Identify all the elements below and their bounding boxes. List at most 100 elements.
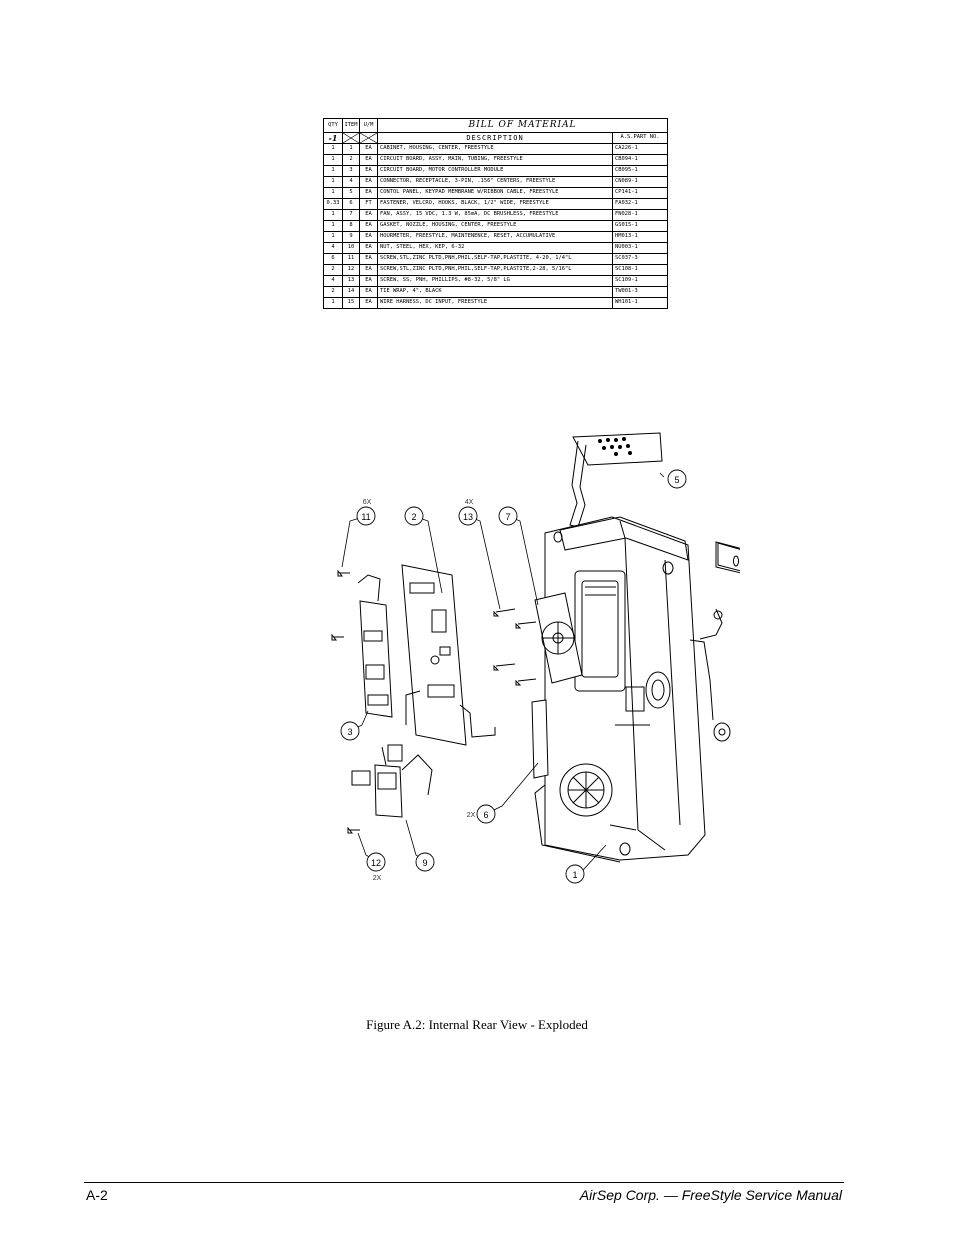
row-item: 15 bbox=[342, 297, 360, 309]
row-description: SCREW,STL,ZINC PLTD,PNH,PHIL,SELF-TAP,PL… bbox=[377, 264, 613, 276]
row-description: FAN, ASSY, 15 VDC, 1.3 W, 85mA, DC BRUSH… bbox=[377, 209, 613, 221]
callout-5: 5 bbox=[667, 469, 687, 489]
row-qty: 1 bbox=[323, 143, 343, 155]
bom-header-row: -1 DESCRIPTION A.S.PART NO. bbox=[323, 132, 669, 144]
row-um: EA bbox=[359, 143, 378, 155]
row-um: EA bbox=[359, 286, 378, 298]
row-qty: 2 bbox=[323, 264, 343, 276]
row-um: FT bbox=[359, 198, 378, 210]
svg-text:4X: 4X bbox=[465, 499, 474, 506]
screws-item-13 bbox=[493, 608, 537, 686]
row-qty: 1 bbox=[323, 176, 343, 188]
row-qty: 0.33 bbox=[323, 198, 343, 210]
row-item: 12 bbox=[342, 264, 360, 276]
row-item: 4 bbox=[342, 176, 360, 188]
row-item: 5 bbox=[342, 187, 360, 199]
row-qty: 1 bbox=[323, 209, 343, 221]
row-item: 14 bbox=[342, 286, 360, 298]
footer-divider bbox=[84, 1182, 844, 1183]
callout-12: 12 2X bbox=[366, 852, 386, 882]
row-qty: 4 bbox=[323, 242, 343, 254]
row-item: 9 bbox=[342, 231, 360, 243]
row-um: EA bbox=[359, 220, 378, 232]
row-um: EA bbox=[359, 187, 378, 199]
row-qty: 6 bbox=[323, 253, 343, 265]
um-blank-cell bbox=[359, 132, 378, 144]
row-part-number: NU003-1 bbox=[611, 242, 669, 254]
row-um: EA bbox=[359, 242, 378, 254]
figure-caption: Figure A.2: Internal Rear View - Explode… bbox=[366, 1017, 588, 1032]
svg-text:2X: 2X bbox=[373, 875, 382, 882]
svg-text:5: 5 bbox=[674, 475, 679, 485]
qty-header: QTY bbox=[323, 118, 343, 133]
row-description: FASTENER, VELCRO, HOOKS, BLACK, 1/2" WID… bbox=[377, 198, 613, 210]
row-part-number: FA032-1 bbox=[611, 198, 669, 210]
fan-assembly-part bbox=[534, 592, 583, 684]
row-part-number: CA226-1 bbox=[611, 143, 669, 155]
callout-2: 2 bbox=[404, 506, 424, 526]
motor-controller-board-part bbox=[357, 574, 393, 718]
row-qty: 1 bbox=[323, 154, 343, 166]
svg-text:2: 2 bbox=[411, 512, 416, 522]
row-item: 11 bbox=[342, 253, 360, 265]
row-um: EA bbox=[359, 176, 378, 188]
exploded-view-drawing: 5 11 6X 2 13 4X 7 3 bbox=[331, 432, 740, 884]
callout-1: 1 bbox=[565, 864, 585, 884]
row-part-number: CB094-1 bbox=[611, 154, 669, 166]
row-qty: 1 bbox=[323, 297, 343, 309]
svg-text:6: 6 bbox=[483, 810, 488, 820]
page-number: A-2 bbox=[86, 1187, 108, 1203]
row-description: CABINET, HOUSING, CENTER, FREESTYLE bbox=[377, 143, 613, 155]
svg-text:13: 13 bbox=[463, 512, 473, 522]
row-um: EA bbox=[359, 154, 378, 166]
row-description: CIRCUIT BOARD, MOTOR CONTROLLER MODULE bbox=[377, 165, 613, 177]
row-description: SCREW, SS, PNH, PHILLIPS, #8-32, 5/8" LG bbox=[377, 275, 613, 287]
row-item: 7 bbox=[342, 209, 360, 221]
row-um: EA bbox=[359, 275, 378, 287]
row-qty: 1 bbox=[323, 165, 343, 177]
hourmeter-part bbox=[351, 744, 433, 818]
part-number-header: A.S.PART NO. bbox=[611, 132, 669, 144]
row-part-number: HM013-1 bbox=[611, 231, 669, 243]
row-part-number: SC037-3 bbox=[611, 253, 669, 265]
callout-6: 6 2X bbox=[467, 804, 496, 824]
row-description: CIRCUIT BOARD, ASSY, MAIN, TUBING, FREES… bbox=[377, 154, 613, 166]
callout-9: 9 bbox=[415, 852, 435, 872]
item-header: ITEM bbox=[342, 118, 360, 133]
row-description: NUT, STEEL, HEX, KEP, 6-32 bbox=[377, 242, 613, 254]
row-description: TIE WRAP, 4", BLACK bbox=[377, 286, 613, 298]
svg-text:9: 9 bbox=[422, 858, 427, 868]
row-part-number: CP141-1 bbox=[611, 187, 669, 199]
center-housing-part bbox=[534, 516, 731, 863]
row-item: 10 bbox=[342, 242, 360, 254]
row-qty: 2 bbox=[323, 286, 343, 298]
row-part-number: TW001-3 bbox=[611, 286, 669, 298]
svg-text:12: 12 bbox=[371, 858, 381, 868]
cross-mark-icon bbox=[360, 133, 377, 143]
row-um: EA bbox=[359, 209, 378, 221]
callout-balloons: 5 11 6X 2 13 4X 7 3 bbox=[340, 469, 687, 884]
row-um: EA bbox=[359, 253, 378, 265]
bill-of-material-table: QTY ITEM U/M BILL OF MATERIAL -1 DESCRIP… bbox=[323, 118, 669, 309]
row-qty: 1 bbox=[323, 231, 343, 243]
control-panel-part bbox=[569, 432, 663, 528]
row-um: EA bbox=[359, 165, 378, 177]
row-qty: 1 bbox=[323, 187, 343, 199]
callout-7: 7 bbox=[498, 506, 518, 526]
gasket-part bbox=[715, 541, 740, 574]
row-item: 6 bbox=[342, 198, 360, 210]
